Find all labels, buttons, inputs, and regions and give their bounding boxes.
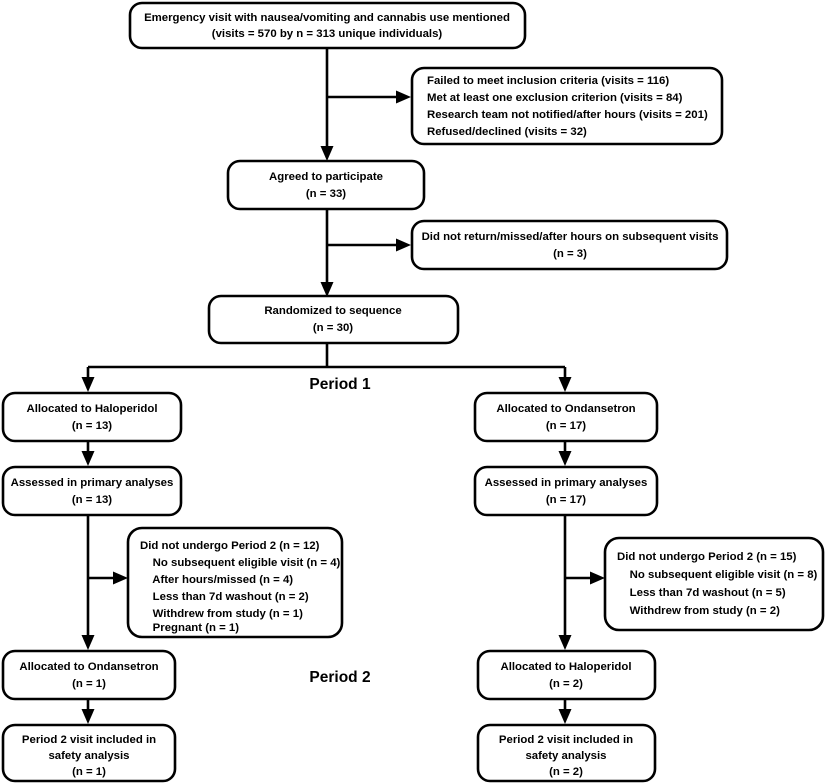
node-enrollment: Emergency visit with nausea/vomiting and… xyxy=(128,1,527,50)
node-did-not-return-box xyxy=(410,219,729,271)
node-did-not-undergo-period2-left-box xyxy=(126,526,344,639)
node-allocated-ondansetron-p1-line-0: Allocated to Ondansetron xyxy=(496,403,635,415)
node-allocated-ondansetron-p2-line-1: (n = 1) xyxy=(72,678,106,690)
node-safety-analysis-right-box xyxy=(476,723,657,783)
node-assessed-primary-left-line-0: Assessed in primary analyses xyxy=(11,477,174,489)
node-excluded-visits-box xyxy=(410,66,724,146)
node-randomized-line-0: Randomized to sequence xyxy=(264,305,401,317)
node-safety-analysis-left-line-0: Period 2 visit included in xyxy=(22,734,156,746)
node-excluded-visits-line-0: Failed to meet inclusion criteria (visit… xyxy=(427,75,669,87)
node-allocated-ondansetron-p2-line-0: Allocated to Ondansetron xyxy=(19,661,158,673)
node-allocated-haloperidol-p1-line-0: Allocated to Haloperidol xyxy=(26,403,157,415)
node-agreed-to-participate-line-0: Agreed to participate xyxy=(269,171,383,183)
node-agreed-to-participate: Agreed to participate (n = 33) xyxy=(226,159,426,211)
node-did-not-undergo-period2-right: Did not undergo Period 2 (n = 15) No sub… xyxy=(603,536,825,632)
arrowhead-enrollment-to-agreed xyxy=(320,146,334,161)
arrowhead-right-to-did-not-undergo xyxy=(590,571,605,585)
node-did-not-undergo-period2-right-box xyxy=(603,536,825,632)
node-safety-analysis-right: Period 2 visit included in safety analys… xyxy=(476,723,657,783)
node-assessed-primary-right-line-0: Assessed in primary analyses xyxy=(485,477,648,489)
node-allocated-haloperidol-p2-line-0: Allocated to Haloperidol xyxy=(500,661,631,673)
node-assessed-primary-left: Assessed in primary analyses (n = 13) xyxy=(1,465,183,517)
node-allocated-haloperidol-p2: Allocated to Haloperidol (n = 2) xyxy=(476,649,657,701)
node-excluded-visits-line-2: Research team not notified/after hours (… xyxy=(427,109,708,121)
node-did-not-return: Did not return/missed/after hours on sub… xyxy=(410,219,729,271)
arrowhead-right-p2-to-safety xyxy=(558,709,572,724)
period-2-label: Period 2 xyxy=(309,669,370,686)
node-randomized: Randomized to sequence (n = 30) xyxy=(207,294,460,345)
node-allocated-haloperidol-p1-box xyxy=(1,391,183,443)
node-randomized-box xyxy=(207,294,460,345)
node-did-not-undergo-period2-left-line-1: No subsequent eligible visit (n = 4) xyxy=(140,557,341,569)
node-did-not-undergo-period2-left: Did not undergo Period 2 (n = 12) No sub… xyxy=(126,526,344,639)
node-assessed-primary-left-line-1: (n = 13) xyxy=(72,494,112,506)
node-agreed-to-participate-line-1: (n = 33) xyxy=(306,188,346,200)
node-allocated-haloperidol-p1: Allocated to Haloperidol (n = 13) xyxy=(1,391,183,443)
arrowhead-right-assessed-to-p2 xyxy=(558,635,572,650)
node-safety-analysis-left-line-2: (n = 1) xyxy=(72,766,106,778)
connector-layer xyxy=(81,48,605,724)
node-did-not-undergo-period2-right-line-3: Withdrew from study (n = 2) xyxy=(617,605,780,617)
node-enrollment-line-1: (visits = 570 by n = 313 unique individu… xyxy=(212,28,443,40)
node-safety-analysis-right-line-2: (n = 2) xyxy=(549,766,583,778)
node-allocated-haloperidol-p2-line-1: (n = 2) xyxy=(549,678,583,690)
arrowhead-left-to-did-not-undergo xyxy=(113,571,128,585)
node-randomized-line-1: (n = 30) xyxy=(313,322,353,334)
arrowhead-split-to-right-alloc xyxy=(558,377,572,392)
node-did-not-undergo-period2-right-line-1: No subsequent eligible visit (n = 8) xyxy=(617,569,818,581)
arrowhead-split-to-left-alloc xyxy=(81,377,95,392)
node-enrollment-line-0: Emergency visit with nausea/vomiting and… xyxy=(144,12,510,24)
node-did-not-undergo-period2-left-line-3: Less than 7d washout (n = 2) xyxy=(140,591,309,603)
arrowhead-to-did-not-return xyxy=(396,238,411,252)
arrowhead-left-p2-to-safety xyxy=(81,709,95,724)
node-excluded-visits: Failed to meet inclusion criteria (visit… xyxy=(410,66,724,146)
node-safety-analysis-right-line-1: safety analysis xyxy=(525,750,606,762)
node-allocated-ondansetron-p2-box xyxy=(1,649,177,701)
node-excluded-visits-line-1: Met at least one exclusion criterion (vi… xyxy=(427,92,683,104)
node-safety-analysis-right-line-0: Period 2 visit included in xyxy=(499,734,633,746)
node-assessed-primary-right-box xyxy=(473,465,659,517)
node-agreed-to-participate-box xyxy=(226,159,426,211)
arrowhead-right-alloc-to-assessed xyxy=(558,451,572,466)
node-did-not-undergo-period2-left-line-4: Withdrew from study (n = 1) xyxy=(140,608,303,620)
node-did-not-return-line-0: Did not return/missed/after hours on sub… xyxy=(422,231,719,243)
node-assessed-primary-right: Assessed in primary analyses (n = 17) xyxy=(473,465,659,517)
node-allocated-ondansetron-p1-line-1: (n = 17) xyxy=(546,420,586,432)
period-1-label: Period 1 xyxy=(309,376,371,393)
node-allocated-haloperidol-p2-box xyxy=(476,649,657,701)
node-safety-analysis-left: Period 2 visit included in safety analys… xyxy=(1,723,177,783)
node-allocated-haloperidol-p1-line-1: (n = 13) xyxy=(72,420,112,432)
node-did-not-undergo-period2-left-line-2: After hours/missed (n = 4) xyxy=(140,574,293,586)
arrowhead-to-excluded-visits xyxy=(396,90,411,104)
arrowhead-agreed-to-randomized xyxy=(320,282,334,297)
node-did-not-undergo-period2-left-line-5: Pregnant (n = 1) xyxy=(140,622,239,634)
node-did-not-return-line-1: (n = 3) xyxy=(553,248,587,260)
node-safety-analysis-left-line-1: safety analysis xyxy=(48,750,129,762)
arrowhead-left-assessed-to-p2 xyxy=(81,635,95,650)
node-safety-analysis-left-box xyxy=(1,723,177,783)
node-did-not-undergo-period2-left-line-0: Did not undergo Period 2 (n = 12) xyxy=(140,540,320,552)
node-enrollment-box xyxy=(128,1,527,50)
node-excluded-visits-line-3: Refused/declined (visits = 32) xyxy=(427,126,587,138)
node-did-not-undergo-period2-right-line-2: Less than 7d washout (n = 5) xyxy=(617,587,786,599)
node-allocated-ondansetron-p1: Allocated to Ondansetron (n = 17) xyxy=(473,391,659,443)
arrowhead-left-alloc-to-assessed xyxy=(81,451,95,466)
node-allocated-ondansetron-p1-box xyxy=(473,391,659,443)
node-allocated-ondansetron-p2: Allocated to Ondansetron (n = 1) xyxy=(1,649,177,701)
node-assessed-primary-right-line-1: (n = 17) xyxy=(546,494,586,506)
node-did-not-undergo-period2-right-line-0: Did not undergo Period 2 (n = 15) xyxy=(617,551,797,563)
node-assessed-primary-left-box xyxy=(1,465,183,517)
